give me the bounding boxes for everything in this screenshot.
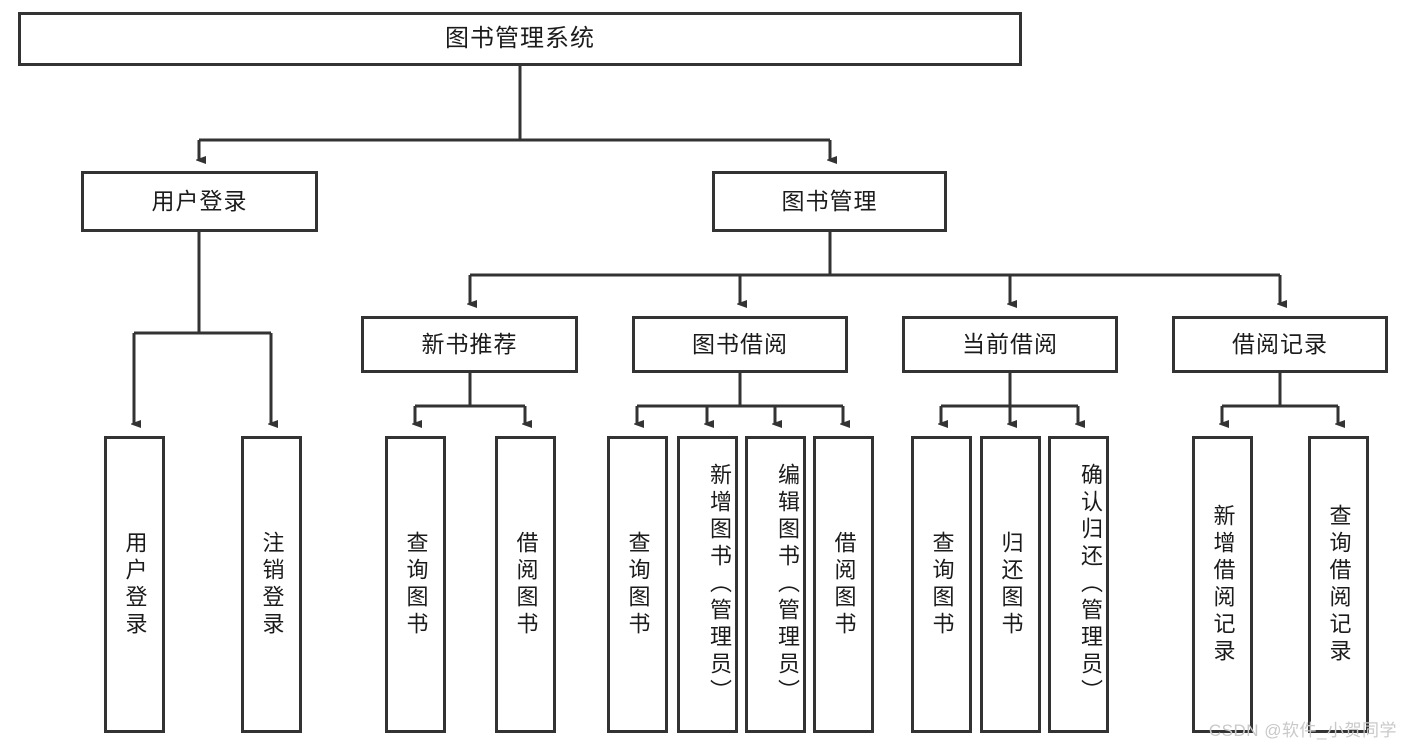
node-book-management[interactable]: 图书管理	[712, 171, 947, 232]
leaf-label: 确认归还（管理员）	[1078, 463, 1103, 706]
leaf-user-logout[interactable]: 注销登录	[241, 436, 302, 733]
leaf-label: 借阅图书	[513, 530, 539, 639]
leaf-edit-book-admin[interactable]: 编辑图书（管理员）	[745, 436, 806, 733]
leaf-label: 新增借阅记录	[1210, 503, 1236, 666]
node-current-borrow[interactable]: 当前借阅	[902, 316, 1118, 373]
node-new-book-recommend[interactable]: 新书推荐	[361, 316, 578, 373]
leaf-return-book[interactable]: 归还图书	[980, 436, 1041, 733]
leaf-query-book-recommend[interactable]: 查询图书	[385, 436, 446, 733]
node-user-login[interactable]: 用户登录	[81, 171, 318, 232]
leaf-label: 编辑图书（管理员）	[775, 463, 800, 706]
watermark-csdn: CSDN @软件_小贺同学	[1208, 721, 1397, 740]
leaf-label: 归还图书	[998, 530, 1024, 639]
node-book-borrow[interactable]: 图书借阅	[632, 316, 848, 373]
leaf-query-book-current[interactable]: 查询图书	[911, 436, 972, 733]
leaf-add-book-admin[interactable]: 新增图书（管理员）	[677, 436, 738, 733]
leaf-label: 注销登录	[259, 530, 285, 639]
leaf-label: 查询借阅记录	[1326, 503, 1352, 666]
leaf-label: 用户登录	[122, 530, 148, 639]
leaf-label: 借阅图书	[831, 530, 857, 639]
leaf-add-borrow-record[interactable]: 新增借阅记录	[1192, 436, 1253, 733]
leaf-label: 新增图书（管理员）	[707, 463, 732, 706]
node-borrow-record[interactable]: 借阅记录	[1172, 316, 1388, 373]
node-root-system[interactable]: 图书管理系统	[18, 12, 1022, 66]
leaf-borrow-book[interactable]: 借阅图书	[813, 436, 874, 733]
leaf-label: 查询图书	[403, 530, 429, 639]
leaf-confirm-return-admin[interactable]: 确认归还（管理员）	[1048, 436, 1109, 733]
leaf-query-book-borrow[interactable]: 查询图书	[607, 436, 668, 733]
leaf-borrow-book-recommend[interactable]: 借阅图书	[495, 436, 556, 733]
leaf-user-login[interactable]: 用户登录	[104, 436, 165, 733]
leaf-query-borrow-record[interactable]: 查询借阅记录	[1308, 436, 1369, 733]
leaf-label: 查询图书	[929, 530, 955, 639]
leaf-label: 查询图书	[625, 530, 651, 639]
